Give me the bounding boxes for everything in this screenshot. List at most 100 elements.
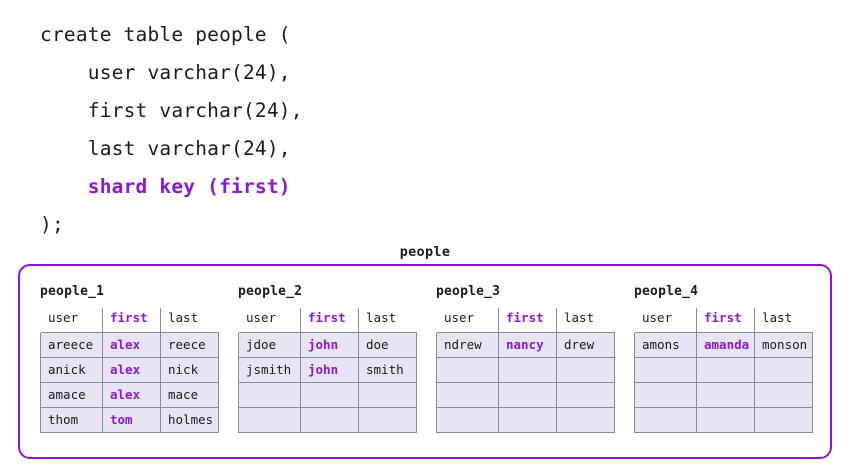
column-header-last: last — [556, 308, 615, 332]
cell-last: drew — [556, 331, 615, 358]
cell-first — [696, 356, 755, 383]
column-header-first: first — [102, 308, 161, 332]
cell-last — [754, 356, 813, 383]
sql-line-0: create table people ( — [40, 23, 291, 46]
table-row — [436, 356, 615, 383]
cell-first — [300, 406, 359, 433]
cell-first — [696, 381, 755, 408]
table-row — [634, 381, 813, 408]
cell-last: holmes — [160, 406, 219, 433]
cell-user — [436, 381, 499, 408]
shard-label: people_2 — [238, 284, 303, 299]
column-header-user: user — [40, 308, 103, 332]
table-row — [238, 406, 417, 433]
cell-user: amace — [40, 381, 103, 408]
cell-last: mace — [160, 381, 219, 408]
cell-user — [436, 356, 499, 383]
sql-code-block: create table people ( user varchar(24), … — [40, 16, 560, 244]
sql-line-1: user varchar(24), — [40, 61, 291, 84]
sql-line-5: ); — [40, 213, 64, 236]
cell-first — [498, 356, 557, 383]
cell-user: areece — [40, 331, 103, 358]
cell-first — [300, 381, 359, 408]
cell-first: amanda — [696, 331, 755, 358]
column-header-user: user — [436, 308, 499, 332]
cell-last: doe — [358, 331, 417, 358]
cell-last: nick — [160, 356, 219, 383]
column-header-user: user — [634, 308, 697, 332]
cell-first: nancy — [498, 331, 557, 358]
column-header-first: first — [696, 308, 755, 332]
cell-first — [498, 381, 557, 408]
cell-last — [358, 381, 417, 408]
cell-last: monson — [754, 331, 813, 358]
table-row — [238, 381, 417, 408]
cell-user — [238, 406, 301, 433]
sql-line-2: first varchar(24), — [40, 99, 303, 122]
column-header-last: last — [754, 308, 813, 332]
cell-user: jsmith — [238, 356, 301, 383]
logical-table-title: people — [399, 244, 451, 260]
cell-first: alex — [102, 381, 161, 408]
cell-user: ndrew — [436, 331, 499, 358]
cell-last: reece — [160, 331, 219, 358]
column-header-first: first — [498, 308, 557, 332]
cell-last — [358, 406, 417, 433]
cell-first: tom — [102, 406, 161, 433]
cell-user — [238, 381, 301, 408]
cell-user — [436, 406, 499, 433]
table-row — [634, 356, 813, 383]
cell-last: smith — [358, 356, 417, 383]
shard-label: people_1 — [40, 284, 105, 299]
table-row — [634, 406, 813, 433]
cell-first: alex — [102, 331, 161, 358]
shard-label: people_4 — [634, 284, 699, 299]
cell-user — [634, 356, 697, 383]
cell-first: alex — [102, 356, 161, 383]
column-header-first: first — [300, 308, 359, 332]
cell-last — [556, 356, 615, 383]
cell-last — [556, 406, 615, 433]
cell-last — [556, 381, 615, 408]
cell-first — [696, 406, 755, 433]
column-header-last: last — [160, 308, 219, 332]
cell-first: john — [300, 331, 359, 358]
cell-user: thom — [40, 406, 103, 433]
sql-line-3: last varchar(24), — [40, 137, 291, 160]
cell-user: anick — [40, 356, 103, 383]
cell-user: amons — [634, 331, 697, 358]
cell-user — [634, 406, 697, 433]
cell-user: jdoe — [238, 331, 301, 358]
cell-user — [634, 381, 697, 408]
shard-label: people_3 — [436, 284, 501, 299]
cell-last — [754, 381, 813, 408]
column-header-user: user — [238, 308, 301, 332]
table-row — [436, 381, 615, 408]
table-row — [436, 406, 615, 433]
column-header-last: last — [358, 308, 417, 332]
cell-first — [498, 406, 557, 433]
cell-last — [754, 406, 813, 433]
